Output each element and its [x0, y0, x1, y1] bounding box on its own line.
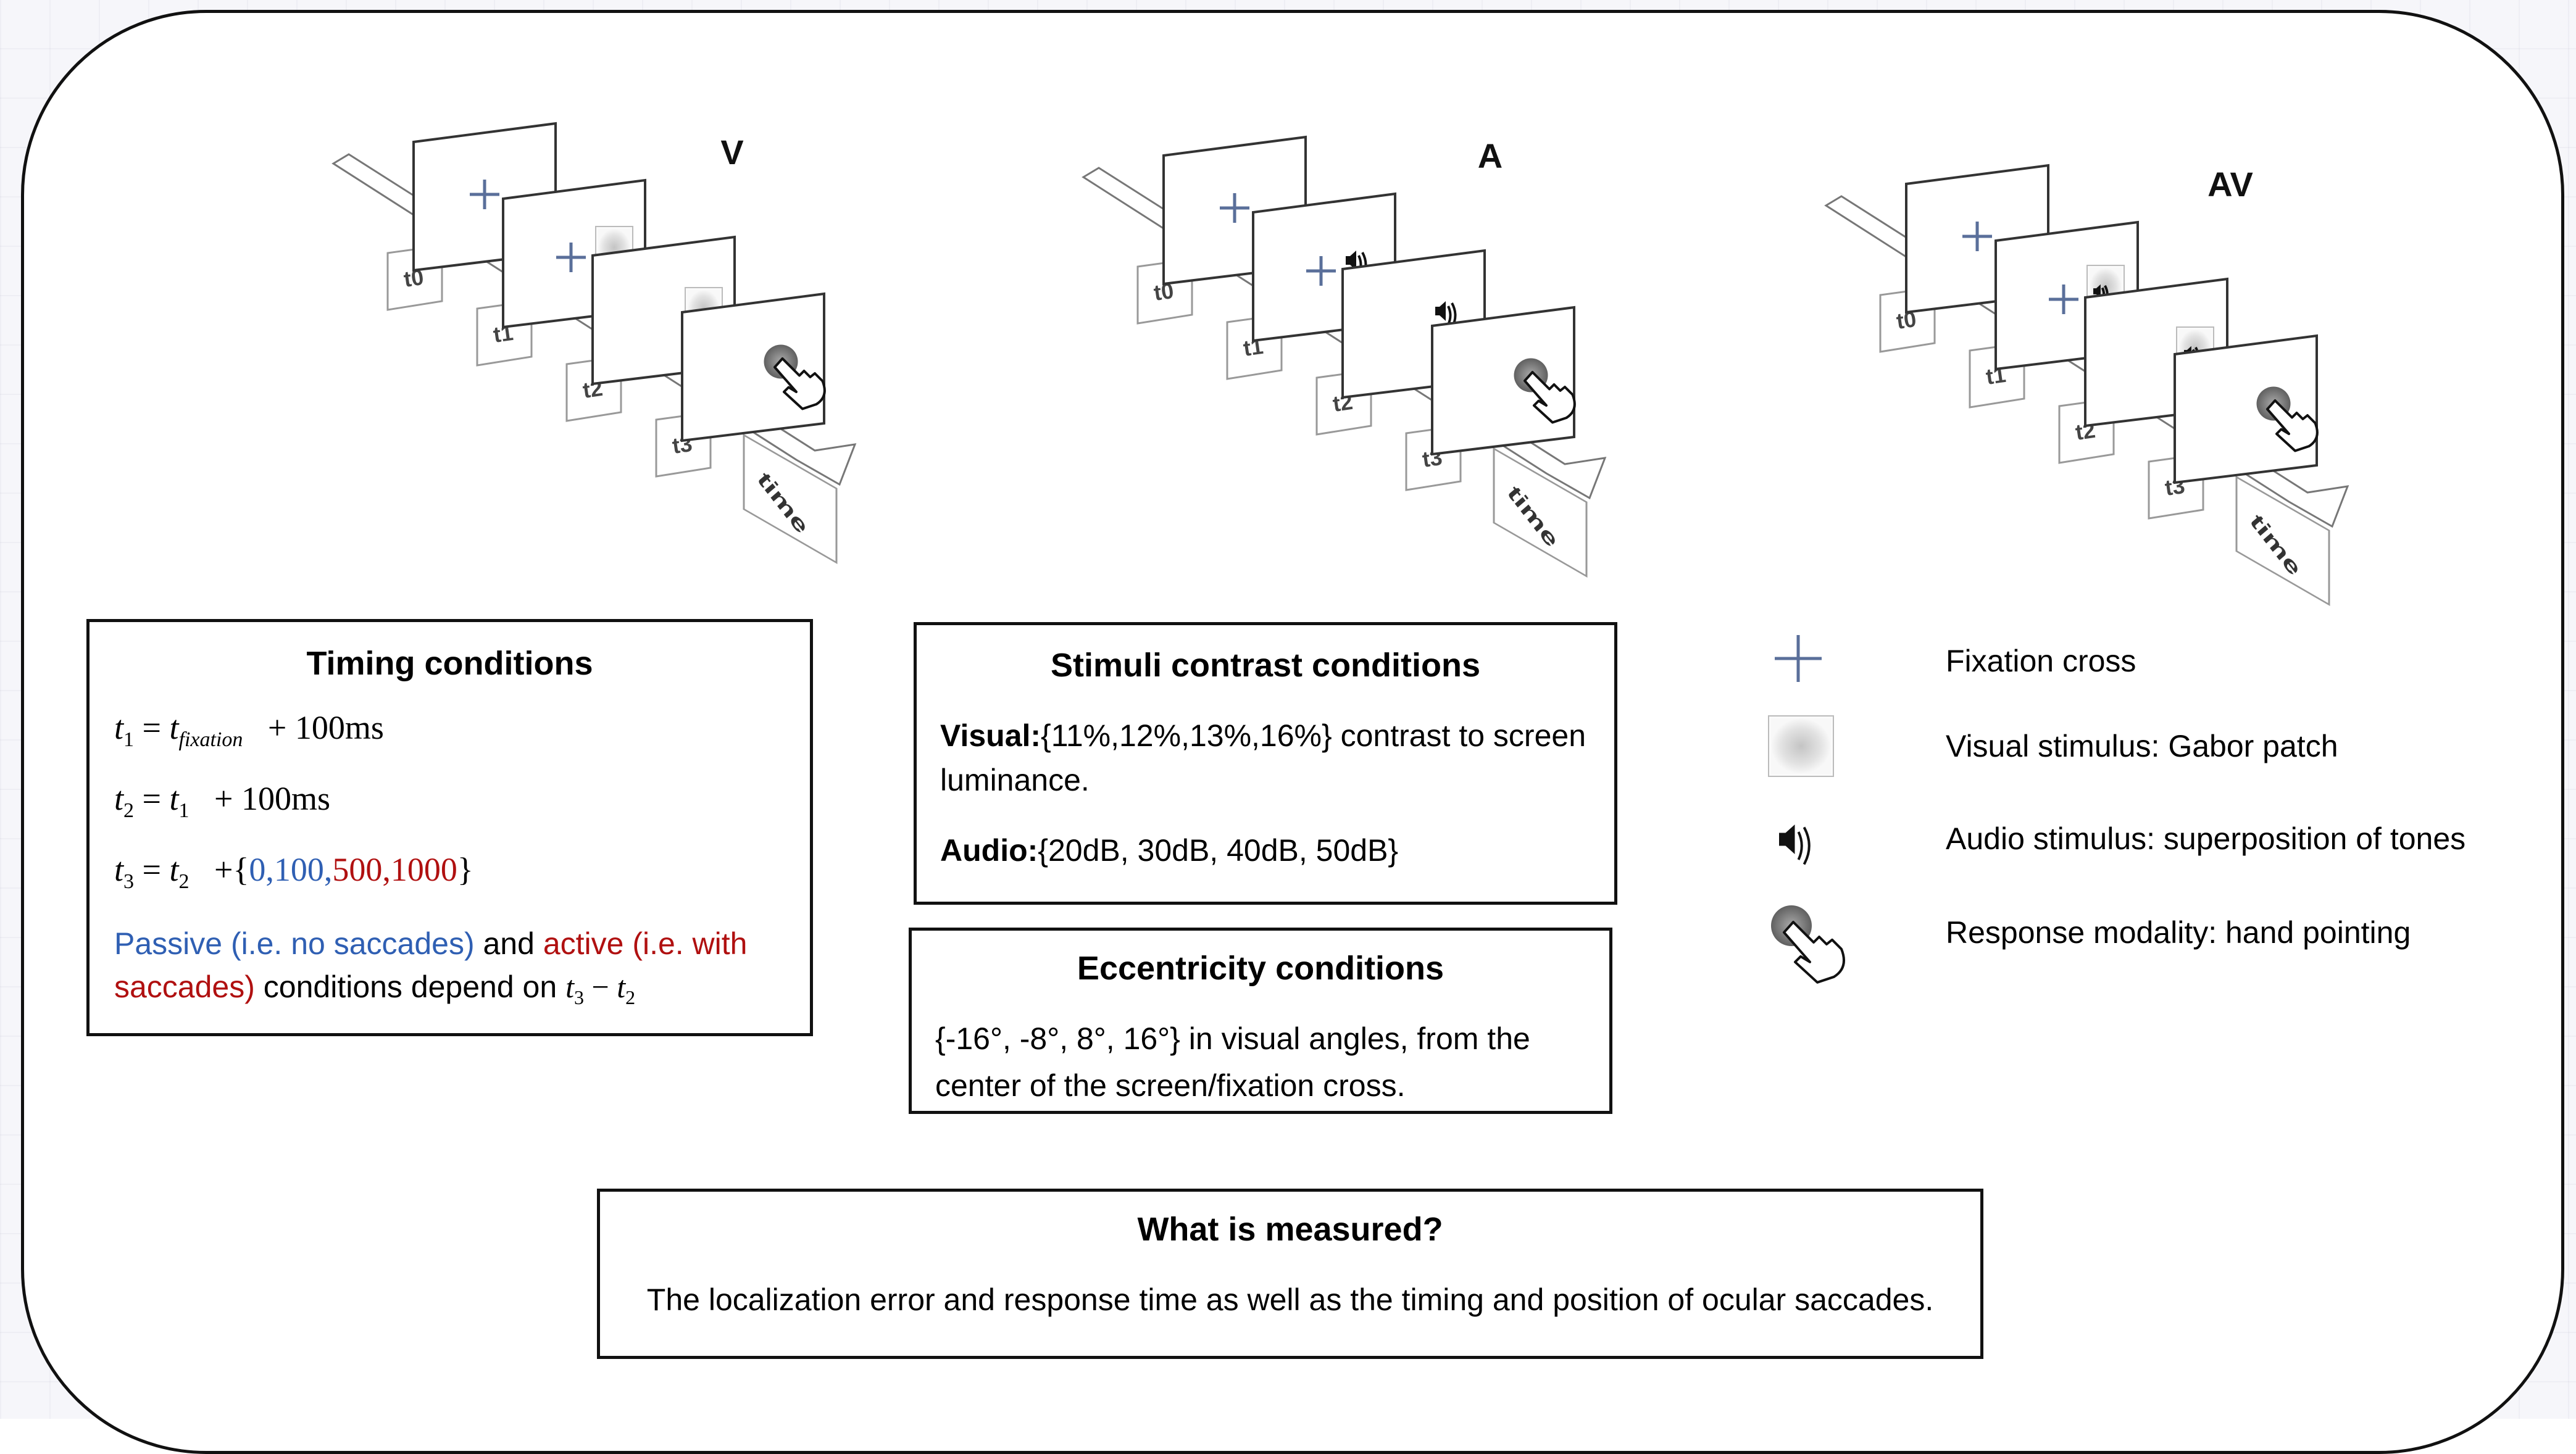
panel-label-V: V	[720, 133, 743, 172]
eccentricity-line-1: {-16°, -8°, 8°, 16°} in visual angles, f…	[935, 1021, 1530, 1056]
timing-conditions-title: Timing conditions	[306, 645, 593, 682]
eccentricity-box: Eccentricity conditions {-16°, -8°, 8°, …	[909, 928, 1612, 1114]
hand-pointing-icon	[2256, 386, 2319, 452]
screen-t3	[681, 292, 825, 442]
what-is-measured-title: What is measured?	[1137, 1211, 1443, 1248]
timing-note-line-2: saccades) conditions depend on t3 − t2	[114, 970, 636, 1008]
legend-label-gabor-patch: Visual stimulus: Gabor patch	[1946, 729, 2338, 763]
time-label-card: time	[1493, 447, 1588, 578]
time-label-card: time	[2235, 475, 2330, 606]
contrast-visual-line-1: Visual:{11%,12%,13%,16%} contrast to scr…	[940, 718, 1586, 753]
contrast-audio-line: Audio:{20dB, 30dB, 40dB, 50dB}	[940, 833, 1399, 868]
time-card-box	[2235, 475, 2330, 606]
legend-label-fixation-cross: Fixation cross	[1946, 644, 2136, 678]
timing-equation-1: t1 = tfixation + 100ms	[114, 709, 384, 751]
stimuli-contrast-title: Stimuli contrast conditions	[1050, 647, 1481, 684]
time-label-card: time	[743, 433, 838, 564]
panel-label-AV: AV	[2207, 165, 2253, 204]
screen-t3	[1431, 305, 1575, 456]
timing-equation-3: t3 = t2 +{0,100,500,1000}	[114, 851, 473, 893]
timing-equation-2: t2 = t1 + 100ms	[114, 780, 330, 822]
gabor-patch-icon	[1771, 718, 1831, 774]
timing-conditions-box: Timing conditions t1 = tfixation + 100ms…	[86, 619, 813, 1036]
what-is-measured-box: What is measured? The localization error…	[597, 1189, 1983, 1359]
legend-label-hand-pointing: Response modality: hand pointing	[1946, 915, 2411, 950]
stimuli-contrast-box: Stimuli contrast conditions Visual:{11%,…	[914, 622, 1617, 905]
eccentricity-line-2: center of the screen/fixation cross.	[935, 1068, 1406, 1103]
hand-pointing-icon	[764, 344, 826, 410]
time-card-box	[1493, 447, 1588, 578]
hand-pointing-icon	[1514, 358, 1576, 424]
eccentricity-title: Eccentricity conditions	[1077, 950, 1444, 987]
legend-label-speaker: Audio stimulus: superposition of tones	[1946, 821, 2466, 856]
what-is-measured-text: The localization error and response time…	[646, 1282, 1934, 1317]
timing-note-line-1: Passive (i.e. no saccades) and active (i…	[114, 926, 748, 961]
contrast-visual-line-2: luminance.	[940, 763, 1090, 797]
screen-t3	[2174, 334, 2318, 484]
speaker-icon	[1779, 825, 1811, 865]
hand-pointing-icon	[1771, 905, 1845, 984]
panel-label-A: A	[1478, 136, 1503, 175]
time-card-box	[743, 433, 838, 564]
